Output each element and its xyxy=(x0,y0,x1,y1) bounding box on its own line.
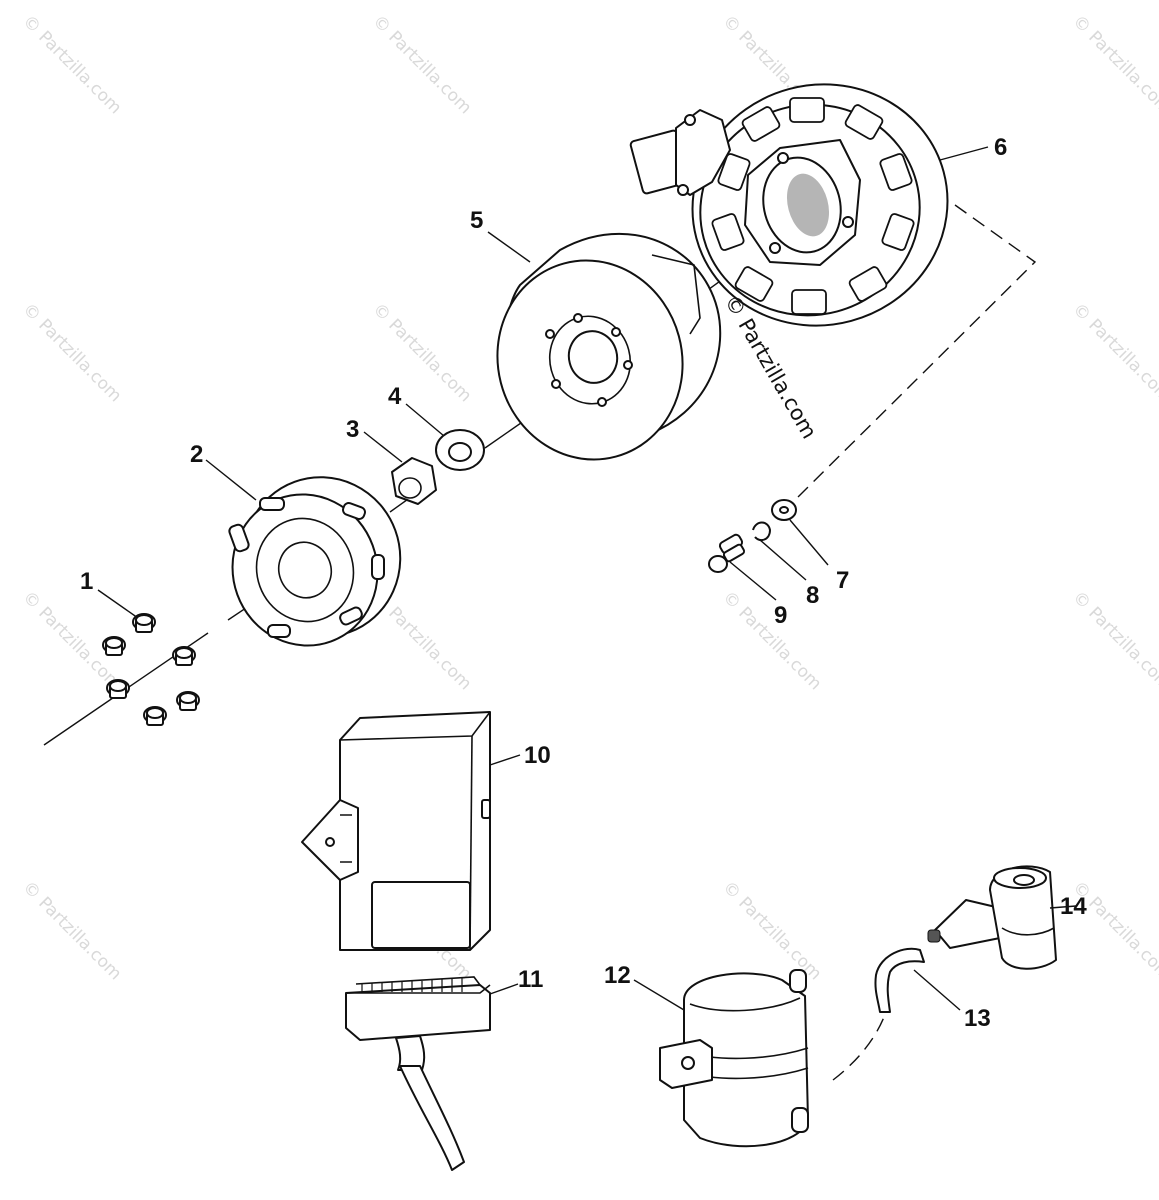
watermark: © Partzilla.com xyxy=(18,877,125,984)
callout-10: 10 xyxy=(524,742,551,769)
callout-labels: 1 2 3 4 5 6 7 8 9 10 11 12 13 14 xyxy=(80,134,1087,1032)
callout-14: 14 xyxy=(1060,893,1087,920)
watermark: © Partzilla.com xyxy=(368,11,475,118)
watermark: © Partzilla.com xyxy=(18,11,125,118)
bolt-set xyxy=(102,613,200,726)
flywheel xyxy=(496,232,722,461)
callout-1: 1 xyxy=(80,568,93,595)
flywheel-washer xyxy=(435,429,485,471)
callout-6: 6 xyxy=(994,134,1007,161)
flywheel-nut xyxy=(391,457,437,505)
callout-11: 11 xyxy=(518,966,543,993)
callout-12: 12 xyxy=(604,962,631,989)
callout-8: 8 xyxy=(806,582,819,609)
callout-7: 7 xyxy=(836,567,849,594)
cdi-module xyxy=(301,711,491,951)
high-tension-lead xyxy=(874,947,925,1013)
stator-screw xyxy=(708,533,746,573)
watermark: © Partzilla.com xyxy=(1068,299,1159,406)
callout-5: 5 xyxy=(470,207,483,234)
watermark: © Partzilla.com xyxy=(18,299,125,406)
watermark: © Partzilla.com xyxy=(718,877,825,984)
spark-plug-cap xyxy=(927,865,1057,970)
lock-washer xyxy=(752,521,771,542)
watermark: © Partzilla.com xyxy=(1068,11,1159,118)
callout-3: 3 xyxy=(346,416,359,443)
ignition-coil xyxy=(659,969,809,1148)
watermark: © Partzilla.com xyxy=(1068,587,1159,694)
callout-13: 13 xyxy=(964,1005,991,1032)
callout-9: 9 xyxy=(774,602,787,629)
stator xyxy=(629,83,949,327)
starter-cup xyxy=(228,476,402,647)
leader-lines xyxy=(97,146,1077,1011)
stator-washer xyxy=(771,499,797,521)
watermark-layer: © Partzilla.com © Partzilla.com © Partzi… xyxy=(18,11,1159,984)
wiring-connector xyxy=(345,976,491,1171)
callout-4: 4 xyxy=(388,383,402,410)
watermark: © Partzilla.com xyxy=(368,299,475,406)
callout-2: 2 xyxy=(190,441,203,468)
